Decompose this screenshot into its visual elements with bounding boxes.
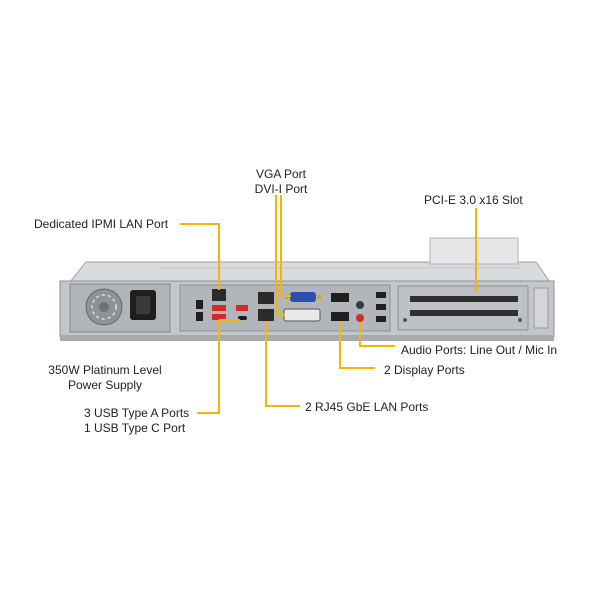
callout-lines xyxy=(180,195,477,414)
pcie-slot-bracket xyxy=(397,285,529,331)
label-vga-port: VGA Port xyxy=(255,167,307,181)
dvi-port xyxy=(283,308,321,322)
label-audio-ports: Audio Ports: Line Out / Mic In xyxy=(401,343,558,357)
rj45-lan-port xyxy=(258,292,274,304)
label-usb-c-port: 1 USB Type C Port xyxy=(84,421,186,435)
rj45-lan-port xyxy=(258,309,274,321)
usb-a-port xyxy=(212,314,226,320)
chassis-top xyxy=(68,261,551,283)
ipmi-lan-port xyxy=(212,289,226,301)
displayport xyxy=(331,293,349,302)
label-display-ports: 2 Display Ports xyxy=(384,363,465,377)
label-ipmi-lan: Dedicated IPMI LAN Port xyxy=(34,217,169,231)
usb-c-port xyxy=(238,316,247,320)
vga-port xyxy=(290,292,316,302)
chassis-top-rail xyxy=(429,237,519,265)
audio-line-out xyxy=(356,301,364,309)
label-pcie-slot: PCI-E 3.0 x16 Slot xyxy=(424,193,523,207)
usb-a-port xyxy=(212,305,226,311)
label-power-supply-line2: Power Supply xyxy=(67,378,143,392)
label-rj45-ports: 2 RJ45 GbE LAN Ports xyxy=(305,400,429,414)
label-usb-a-ports: 3 USB Type A Ports xyxy=(84,406,190,420)
usb-a-port xyxy=(236,305,248,311)
label-dvi-port: DVI-I Port xyxy=(254,182,308,196)
label-power-supply-line1: 350W Platinum Level xyxy=(48,363,162,377)
audio-mic-in xyxy=(356,314,364,322)
displayport xyxy=(331,312,349,321)
